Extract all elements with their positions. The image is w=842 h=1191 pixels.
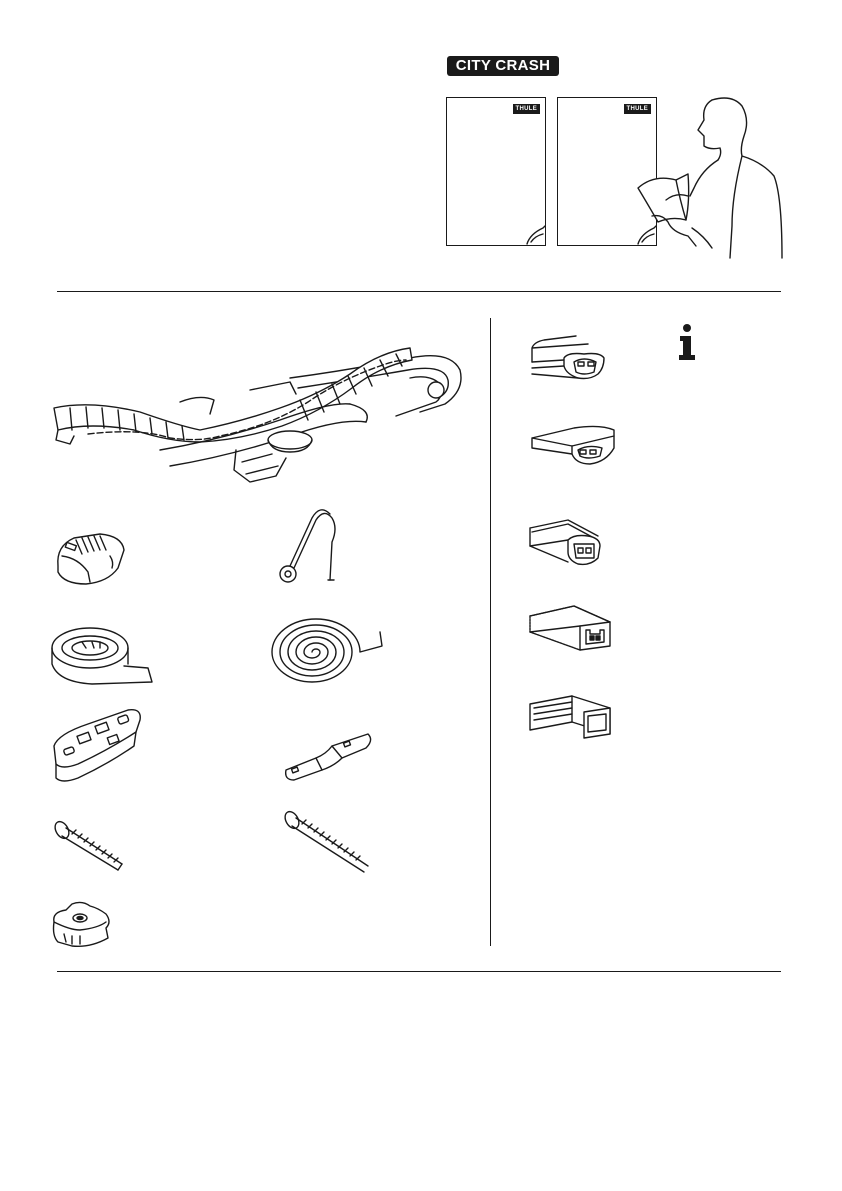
coiled-strap-icon [250,616,384,688]
hook-icon [270,510,340,590]
progress-profile-icon [528,518,604,568]
long-bolt-icon [282,806,372,872]
bracket-plate-icon [282,732,374,782]
city-crash-badge: CITY CRASH [447,56,559,76]
wingbar-profile-icon [528,338,608,382]
page-curl-icon [527,226,545,244]
section-divider-bottom [57,971,781,972]
column-divider [490,318,491,946]
person-reading-icon [632,96,784,260]
carrier-cradle-icon [50,330,470,490]
square-bar-icon [528,694,614,740]
instruction-manual-1: THULE [446,97,546,246]
thule-logo: THULE [513,104,541,114]
knob-icon [50,902,112,948]
slimline-profile-icon [530,424,616,470]
end-cap-icon [52,532,128,586]
info-icon [678,324,696,360]
short-bolt-icon [52,818,128,872]
strap-roll-icon [48,618,154,688]
t-track-profile-icon [528,602,614,654]
section-divider-top [57,291,781,292]
rubber-pad-icon [48,706,144,784]
